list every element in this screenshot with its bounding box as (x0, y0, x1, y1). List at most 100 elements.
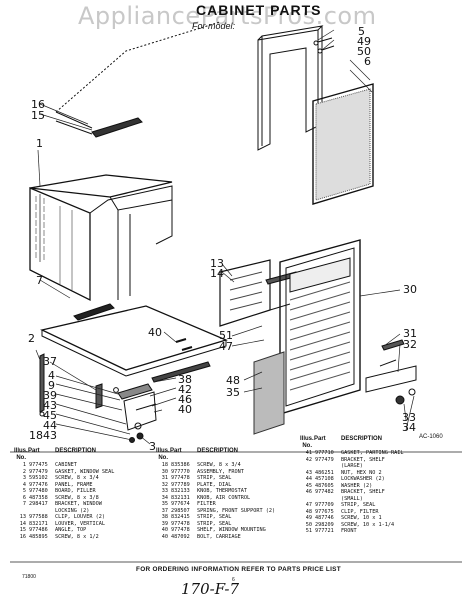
top-angle-bar (55, 21, 221, 138)
parts-cell-desc: KNOB, THERMOSTAT (197, 488, 247, 494)
table-header: Illus. Part DESCRIPTION (14, 448, 154, 455)
parts-cell-no: 5 (22, 488, 26, 494)
parts-cell-part: 298507 (171, 507, 190, 514)
header-part: Part (28, 448, 40, 454)
parts-cell-part: 977674 (171, 501, 190, 507)
page-subtitle: For model: (192, 21, 236, 31)
screws-49-50 (313, 37, 335, 54)
front-grille (279, 239, 361, 415)
parts-cell-desc: STRIP, SEAL (197, 520, 232, 527)
parts-cell-part: 487092 (171, 533, 190, 540)
parts-cell-no: 13 (19, 514, 26, 520)
callout-43: 43 (43, 399, 57, 412)
parts-cell-part: 977478 (171, 475, 190, 481)
parts-cell-desc: WASHER (2) (341, 482, 373, 489)
parts-cell-part: 977789 (171, 481, 190, 488)
callout-38: 38 (178, 373, 192, 386)
parts-cell-no: 31 (161, 475, 168, 481)
parts-cell-desc: STRIP, SEAL (197, 514, 232, 520)
callout-16: 16 (31, 98, 45, 111)
table-header: Illus. Part DESCRIPTION (300, 436, 460, 443)
parts-cell-part: 977479 (29, 468, 48, 475)
parts-cell-desc: FILTER (197, 501, 216, 507)
header-part: Part (314, 436, 326, 442)
parts-cell-part: 977478 (171, 520, 190, 527)
parts-cell-part: 835386 (171, 462, 190, 468)
parts-cell-desc: ASSEMBLY, FRONT (197, 468, 244, 475)
callout-5: 5 (358, 25, 365, 38)
parts-cell-no: 43 (305, 469, 312, 476)
page-title: CABINET PARTS (196, 2, 322, 18)
callout-40: 40 (148, 326, 162, 339)
callout-6: 6 (364, 55, 371, 68)
table-rules (10, 451, 462, 563)
parts-cell-desc: LOCKWASHER (2) (341, 476, 385, 482)
filter-panel (253, 351, 285, 435)
parts-cell-desc: SHELF, WINDOW MOUNTING (197, 527, 266, 533)
parts-cell-part: 832415 (171, 514, 190, 520)
handwritten-note: 170-F-7 (181, 580, 240, 598)
parts-cell-part: 487358 (29, 494, 48, 501)
callout-49: 49 (357, 35, 371, 48)
callout-15: 15 (31, 109, 45, 122)
parts-cell-desc: SCREW, 8 x 1/2 (55, 533, 99, 540)
callout-4: 4 (48, 369, 55, 382)
parts-cell-no: 16 (19, 533, 26, 540)
header-illus-no: Illus. (14, 448, 28, 454)
parts-cell-no: 7 (22, 501, 26, 507)
shelf-brackets (117, 383, 157, 443)
footnote-code: 71800 (22, 574, 36, 580)
callout-14: 14 (210, 267, 224, 280)
parts-cell-no: 4 (22, 481, 26, 488)
parts-cell-desc: PLATE, DIAL (197, 481, 232, 488)
parts-cell-desc: CLIP, LOUVER (2) (55, 514, 105, 520)
reference-code: AC-1060 (419, 434, 443, 440)
parts-cell-part: 832131 (171, 494, 190, 501)
header-illus-no: Illus. (300, 436, 314, 442)
callout-1: 1 (36, 137, 43, 150)
header-description: DESCRIPTION (341, 436, 383, 442)
dial-plate (365, 359, 417, 405)
callout-42: 42 (178, 383, 192, 396)
parts-cell-part: 595102 (29, 475, 48, 481)
header-illus-no: Illus. (156, 448, 170, 454)
parts-cell-desc: GASKET, PARTING RAIL (341, 450, 404, 456)
table-header: Illus. Part DESCRIPTION (156, 448, 296, 455)
parts-cell-part: 298209 (315, 521, 334, 528)
leader-lines (35, 29, 415, 445)
parts-cell-no: 38 (161, 514, 168, 520)
parts-cell-desc: SCREW, 10 x 1 (341, 515, 382, 521)
callout-18: 18 (29, 429, 43, 442)
cabinet-shell (29, 174, 173, 302)
parts-cell-no: 34 (161, 494, 168, 501)
parts-cell-part: 487605 (315, 482, 334, 489)
callout-44: 44 (43, 419, 57, 432)
callout-46: 46 (178, 393, 192, 406)
parts-cell-no: 46 (305, 489, 312, 495)
parts-cell-part: 977710 (315, 450, 334, 456)
table-header-no: No. (158, 455, 168, 461)
